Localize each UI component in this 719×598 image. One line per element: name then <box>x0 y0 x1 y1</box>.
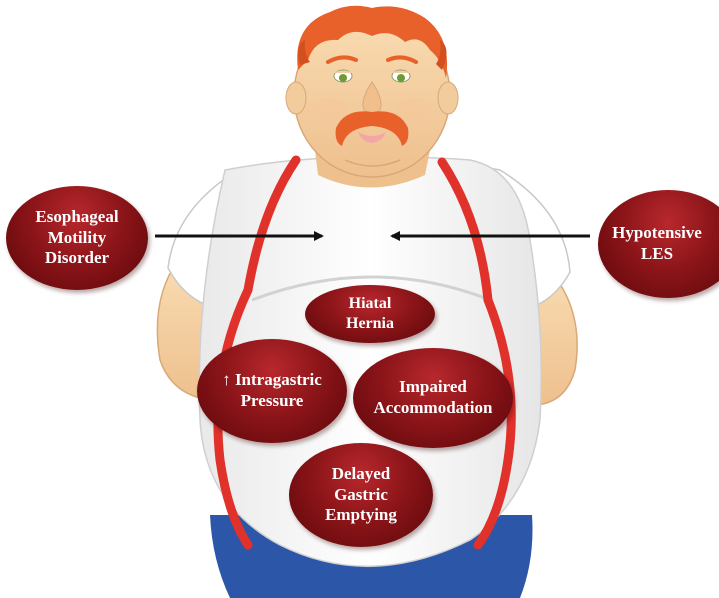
intragastric-pressure-label: ↑ Intragastric Pressure <box>222 370 322 411</box>
esophageal-motility-disorder-label: Esophageal Motility Disorder <box>35 207 118 269</box>
right-ear <box>438 82 458 114</box>
hiatal-hernia-label: Hiatal Hernia <box>346 294 394 333</box>
hypotensive-les-label: Hypotensive LES <box>612 223 702 264</box>
delayed-gastric-emptying-node: Delayed Gastric Emptying <box>289 443 433 547</box>
delayed-gastric-emptying-label: Delayed Gastric Emptying <box>325 464 397 526</box>
impaired-accommodation-node: Impaired Accommodation <box>353 348 513 448</box>
impaired-accommodation-label: Impaired Accommodation <box>374 377 493 418</box>
esophageal-motility-disorder-node: Esophageal Motility Disorder <box>6 186 148 290</box>
intragastric-pressure-node: ↑ Intragastric Pressure <box>197 339 347 443</box>
left-ear <box>286 82 306 114</box>
hiatal-hernia-node: Hiatal Hernia <box>305 285 435 343</box>
